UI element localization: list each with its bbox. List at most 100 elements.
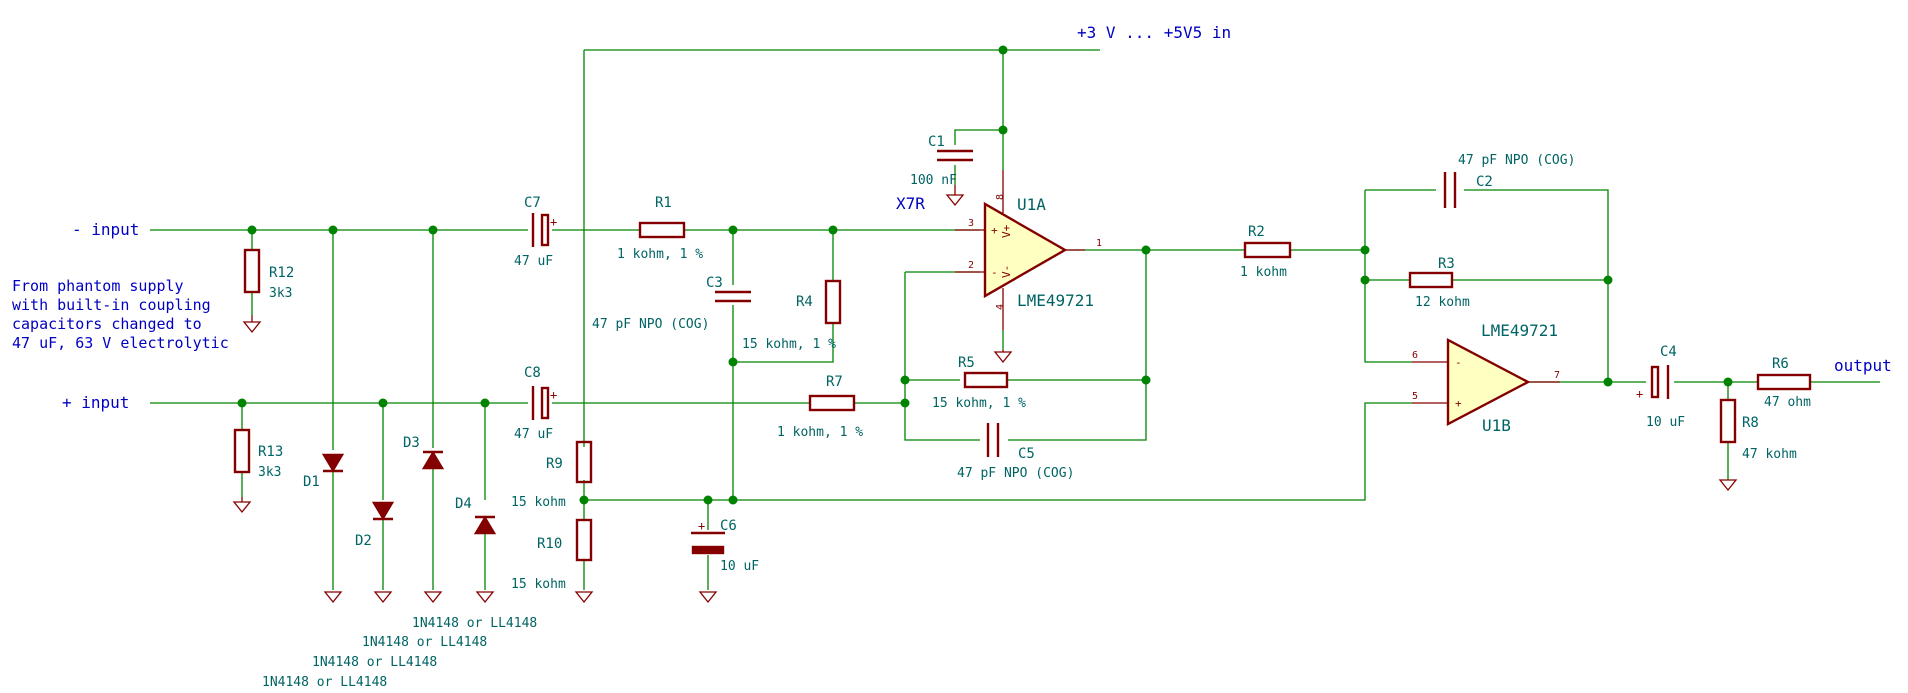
c7-value: 47 uF [514,254,553,269]
c4-plus-mark: + [1636,387,1643,401]
c1-dielectric: X7R [896,194,925,213]
junction-dot [728,357,738,367]
ground-icon [993,350,1013,364]
r5-value: 15 kohm, 1 % [932,396,1026,411]
r9-value: 15 kohm [511,495,566,510]
junction-dot [378,398,388,408]
phantom-supply-note: From phantom supply with built-in coupli… [12,277,229,352]
junction-dot [579,495,589,505]
resistor-r13: R13 3k3 [233,428,283,480]
u1b-plus-sign: + [1455,397,1462,410]
d4-value: 1N4148 or LL4148 [412,616,537,631]
u1a-plus-sign: + [991,224,998,237]
r1-value: 1 kohm, 1 % [617,247,703,262]
r8-ref: R8 [1742,415,1759,431]
c6-ref: C6 [720,518,737,534]
ground-icon [1718,479,1738,492]
note-line-2: with built-in coupling [12,296,211,314]
ground-icon [323,591,343,604]
junction-dot [1360,275,1370,285]
r7-value: 1 kohm, 1 % [777,425,863,440]
junction-dot [900,375,910,385]
r10-ref: R10 [537,536,562,552]
note-line-4: 47 uF, 63 V electrolytic [12,334,229,352]
c3-ref: C3 [706,275,723,291]
c7-ref: C7 [524,195,541,211]
d2-value: 1N4148 or LL4148 [312,655,437,670]
junction-dot [428,225,438,235]
resistor-r10: R10 15 kohm [511,518,593,592]
diode-d4: D4 [455,496,497,535]
d3-ref: D3 [403,435,420,451]
u1b-value: LME49721 [1481,321,1558,340]
ground-icon [373,591,393,604]
resistor-r3: R3 12 kohm [1408,256,1470,310]
c3-value: 47 pF NPO (COG) [592,317,709,332]
junction-dot [1603,275,1613,285]
capacitor-c8: + C8 47 uF [514,365,557,442]
r7-ref: R7 [826,374,843,390]
d1-value: 1N4148 or LL4148 [262,675,387,690]
resistor-r9: R9 15 kohm [511,440,593,510]
ground-icon [945,185,965,207]
capacitor-c4: + C4 10 uF [1636,344,1685,430]
u1a-pin-4: 4 [995,304,1006,310]
junction-dot [328,225,338,235]
r12-ref: R12 [269,265,294,281]
c1-ref: C1 [928,134,945,150]
d2-ref: D2 [355,533,372,549]
diode-values: 1N4148 or LL4148 1N4148 or LL4148 1N4148… [262,616,537,690]
r3-ref: R3 [1438,256,1455,272]
resistor-r5: R5 15 kohm, 1 % [932,355,1026,411]
wires [150,49,1880,590]
r4-ref: R4 [796,294,813,310]
r4-value: 15 kohm, 1 % [742,337,836,352]
ground-icon [242,315,262,334]
junction-dot [237,398,247,408]
junction-dot [828,225,838,235]
minus-input-label: - input [72,220,139,239]
d1-ref: D1 [303,474,320,490]
r6-value: 47 ohm [1764,395,1811,410]
capacitor-c1: C1 100 nF X7R [896,134,973,213]
u1b-minus-sign: - [1455,356,1462,369]
junction-dot [728,225,738,235]
u1a-value: LME49721 [1017,291,1094,310]
junction-dot [1723,377,1733,387]
ground-icon [574,591,594,604]
resistor-r8: R8 47 kohm [1719,398,1797,462]
junctions [237,45,1733,505]
diode-d2: D2 [355,501,395,549]
resistor-r2: R2 1 kohm [1240,224,1292,280]
capacitor-c6: + C6 10 uF [691,518,759,574]
c8-value: 47 uF [514,427,553,442]
u1a-pin-1: 1 [1096,238,1102,249]
c4-ref: C4 [1660,344,1677,360]
supply-net-label: +3 V ... +5V5 in [1077,23,1231,42]
junction-dot [998,125,1008,135]
u1b-pin-5: 5 [1412,391,1418,402]
ground-icon [232,497,252,514]
u1a-pin-3: 3 [968,218,974,229]
ground-icon [475,591,495,604]
capacitor-c3: C3 47 pF NPO (COG) [592,275,751,332]
resistor-r1: R1 1 kohm, 1 % [617,195,703,262]
r9-ref: R9 [546,456,563,472]
resistor-r12: R12 3k3 [243,248,294,301]
plus-input-label: + input [62,393,129,412]
ground-icon [423,591,443,604]
opamp-u1b: - + 6 5 7 LME49721 U1B [1412,321,1560,435]
junction-dot [703,495,713,505]
r2-ref: R2 [1248,224,1265,240]
r2-value: 1 kohm [1240,265,1287,280]
junction-dot [1360,245,1370,255]
junction-dot [247,225,257,235]
junction-dot [998,45,1008,55]
c5-value: 47 pF NPO (COG) [957,466,1074,481]
c7-plus-mark: + [550,215,557,229]
capacitor-c2: C2 47 pF NPO (COG) [1443,153,1575,208]
c6-value: 10 uF [720,559,759,574]
u1a-minus-sign: - [991,266,998,279]
r5-ref: R5 [958,355,975,371]
